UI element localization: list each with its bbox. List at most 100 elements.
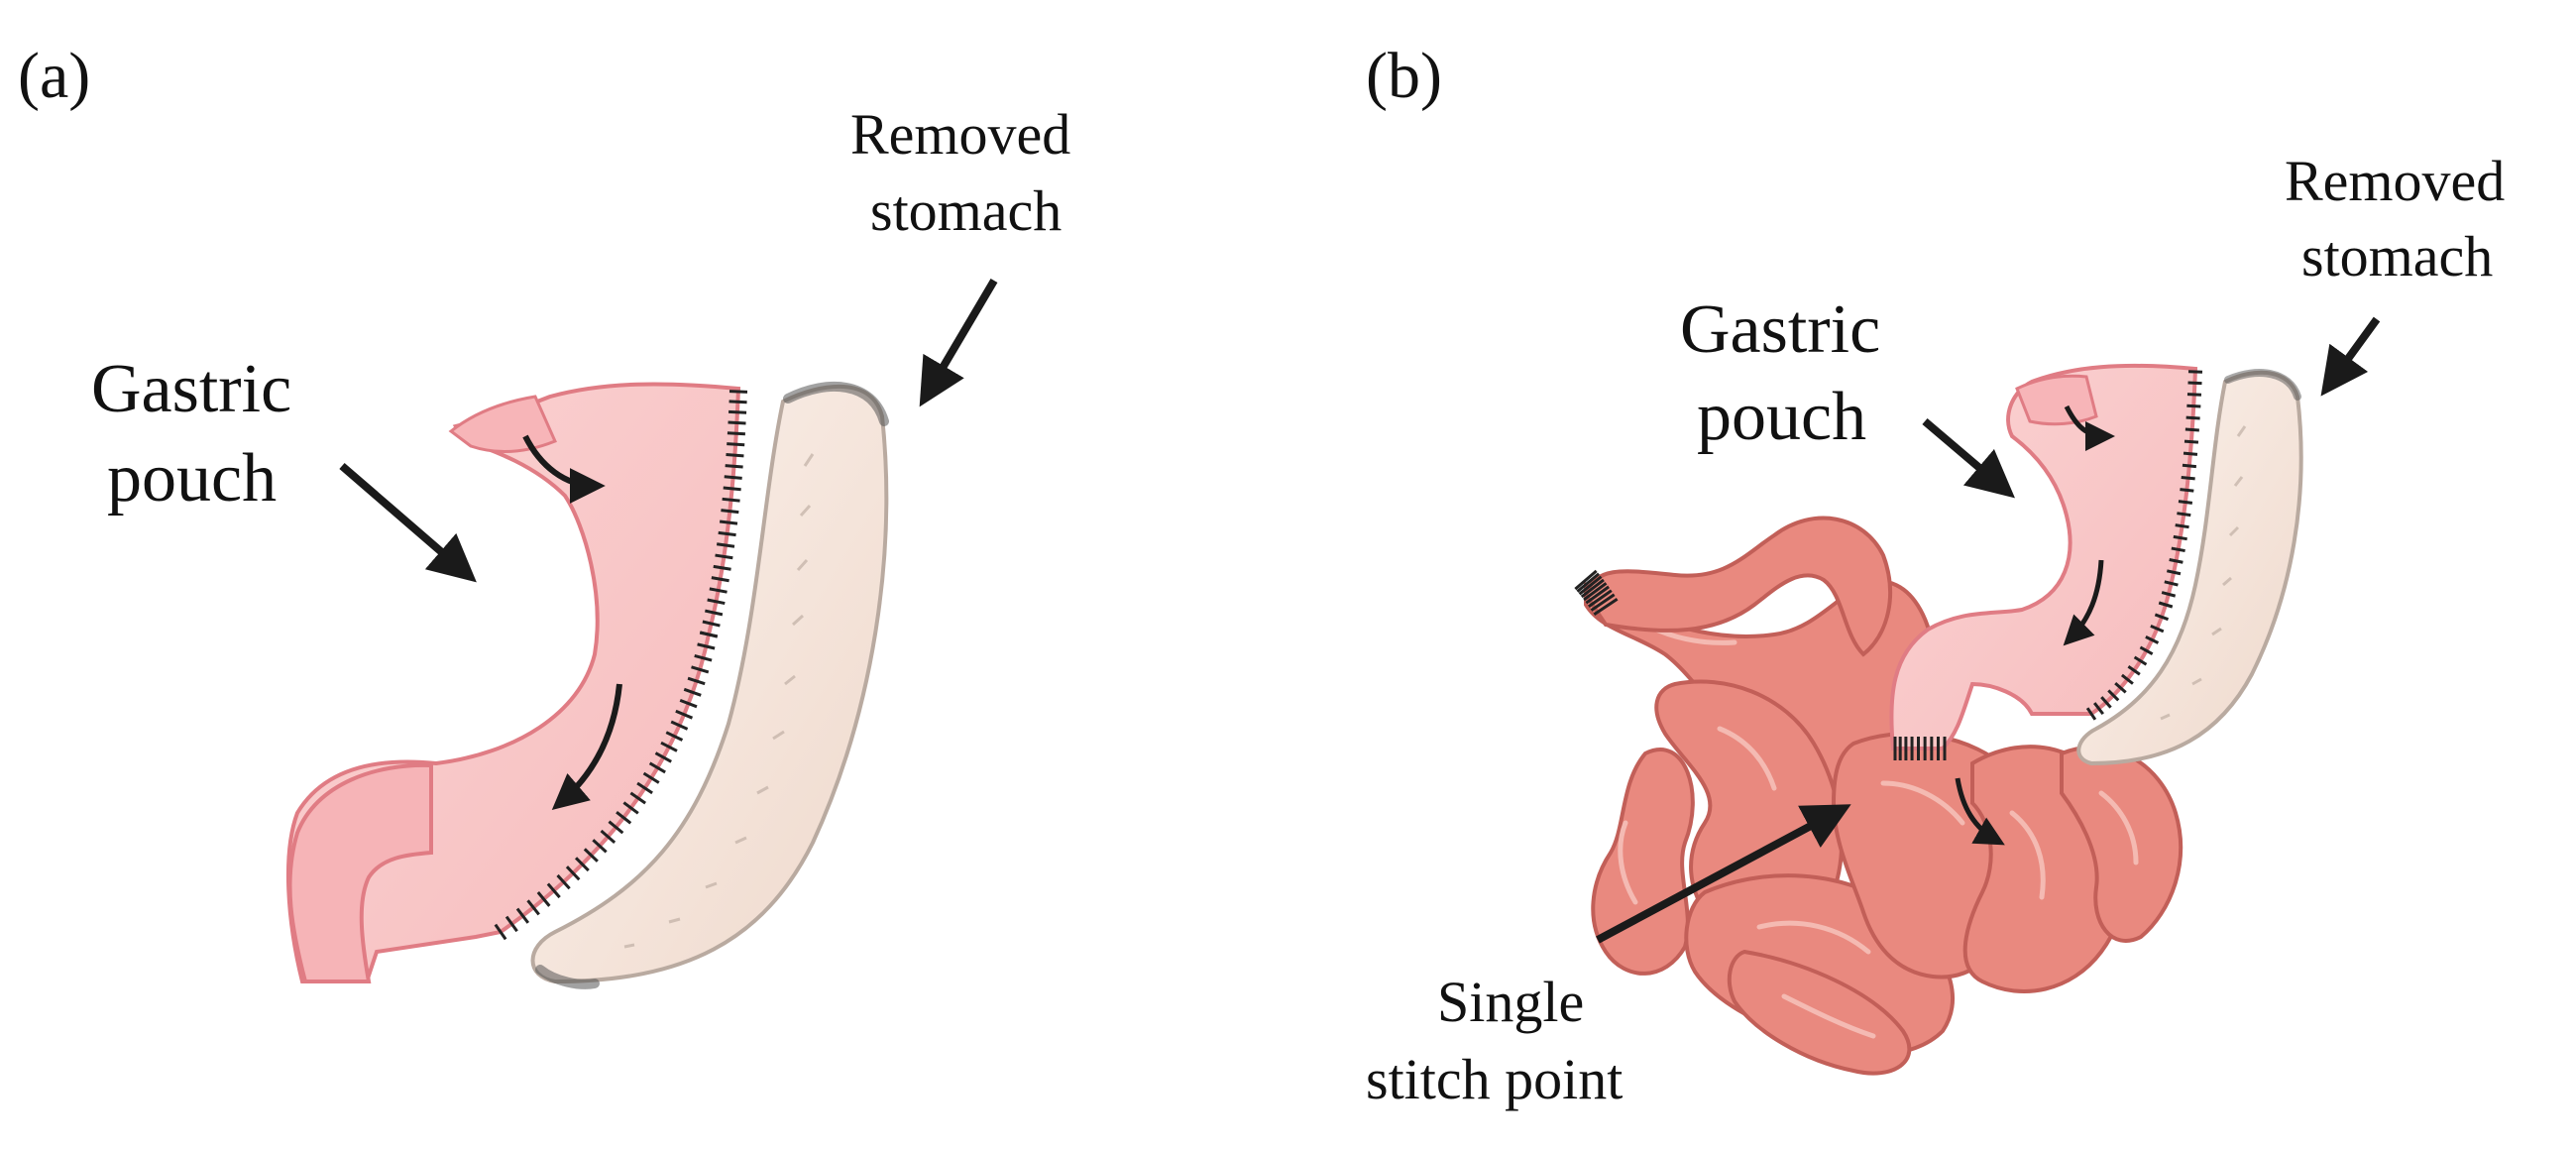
staple-mark [2093, 702, 2104, 716]
staple-mark [648, 761, 666, 774]
staple-mark [600, 829, 616, 844]
staple-mark [2184, 439, 2199, 444]
staple-mark [1574, 569, 1598, 591]
staple-mark [691, 665, 710, 674]
single-stitch-point-label-line2: stitch point [1366, 1047, 1623, 1111]
staple-mark [723, 486, 741, 492]
staple-mark [2185, 415, 2200, 420]
staple-mark [2184, 427, 2199, 432]
staple-mark [2085, 707, 2097, 721]
gastric-pouch-shape-b [1889, 363, 2198, 750]
staple-mark [679, 698, 698, 709]
staple-mark [724, 475, 742, 480]
staple-mark [2175, 523, 2189, 529]
staple-mark [705, 609, 724, 617]
removed-stomach-dark-edge-bottom [535, 965, 600, 989]
staple-mark [2187, 381, 2202, 386]
staple-mark [721, 509, 739, 515]
staple-mark [2181, 475, 2195, 481]
staple-mark [665, 731, 684, 742]
staple-mark [716, 542, 735, 548]
staple-mark [2145, 635, 2160, 644]
staple-mark [713, 564, 731, 571]
staple-mark [1580, 578, 1605, 599]
single-stitch-point-pointer-arrow [1596, 804, 1851, 944]
duodenum-tube [287, 762, 433, 983]
staple-mark [536, 891, 551, 907]
staple-mark [728, 420, 746, 425]
staple-mark [727, 431, 745, 436]
panel-b: (b) [1366, 40, 2505, 1111]
staple-mark [728, 409, 747, 414]
staple-mark [583, 848, 599, 863]
staple-mark [2173, 534, 2187, 541]
staple-mark [722, 497, 740, 503]
panel-b-label: (b) [1366, 40, 1442, 112]
staple-mark [2154, 613, 2170, 622]
gastric-pouch-label: Gastric [91, 351, 291, 427]
esophagus-stub [448, 395, 558, 453]
removed-stomach-pointer-arrow [919, 278, 998, 407]
panel-a: (a) Gastric pouch Removed stomach [18, 40, 1070, 989]
staple-mark [2139, 645, 2154, 655]
staple-mark [1576, 572, 1601, 593]
staple-mark [711, 576, 729, 583]
staple-mark [2158, 601, 2174, 609]
gastric-pouch-label-b-line2: pouch [1697, 379, 1866, 455]
staple-mark [1588, 589, 1613, 608]
staple-mark [670, 720, 689, 731]
removed-stomach-label: Removed [850, 102, 1070, 167]
gastric-pouch-label-line2: pouch [107, 440, 277, 517]
stitch-point-staples [1893, 737, 1947, 760]
flow-arrow-top [522, 434, 606, 504]
flow-arrow-middle-b [2063, 559, 2104, 646]
staple-mark [728, 390, 748, 394]
staple-mark [636, 781, 653, 795]
removed-stomach-label-b-line2: stomach [2301, 224, 2493, 288]
staple-mark [515, 907, 530, 924]
staple-line [500, 391, 740, 934]
staple-mark [565, 865, 581, 881]
removed-stomach-label-line2: stomach [870, 178, 1062, 243]
staple-mark [660, 741, 678, 752]
staple-mark [709, 587, 728, 594]
staple-mark [2166, 569, 2182, 576]
staple-mark [2178, 500, 2193, 505]
staple-mark [556, 873, 571, 890]
staple-mark [2169, 558, 2184, 564]
staple-mark [707, 598, 726, 606]
removed-stomach-label-b: Removed [2285, 149, 2505, 213]
staple-mark [2107, 689, 2120, 702]
staple-mark [719, 519, 738, 525]
staple-mark [702, 620, 721, 628]
staple-mark [654, 751, 672, 763]
staple-mark [697, 642, 716, 650]
staple-mark [574, 857, 590, 872]
staple-mark [2186, 404, 2201, 408]
staple-mark [2171, 546, 2185, 553]
removed-stomach-shape-b [2076, 370, 2303, 766]
staple-mark [1583, 582, 1608, 602]
staple-mark [683, 687, 702, 697]
staple-mark [726, 453, 744, 458]
staple-mark [642, 771, 660, 784]
removed-stomach-pointer-arrow-b [2320, 316, 2381, 397]
removed-stomach-texture-b [2160, 425, 2247, 721]
staple-mark [2187, 370, 2203, 374]
staple-mark [504, 915, 518, 933]
staple-mark [2100, 696, 2112, 709]
staple-mark [2182, 463, 2197, 469]
single-stitch-point-label: Single [1437, 970, 1584, 1034]
removed-stomach-dark-edge [783, 381, 889, 426]
gastric-pouch-pointer-arrow [339, 462, 477, 583]
staple-mark [675, 709, 694, 720]
staple-mark [2133, 655, 2148, 666]
flow-arrow-intestine-b [1955, 777, 2005, 846]
staple-mark [2186, 393, 2202, 397]
staple-mark [1593, 597, 1619, 617]
staple-mark [725, 464, 743, 469]
staple-mark [699, 631, 719, 638]
esophagus-stub-b [2015, 374, 2098, 426]
staple-mark [2164, 580, 2179, 587]
